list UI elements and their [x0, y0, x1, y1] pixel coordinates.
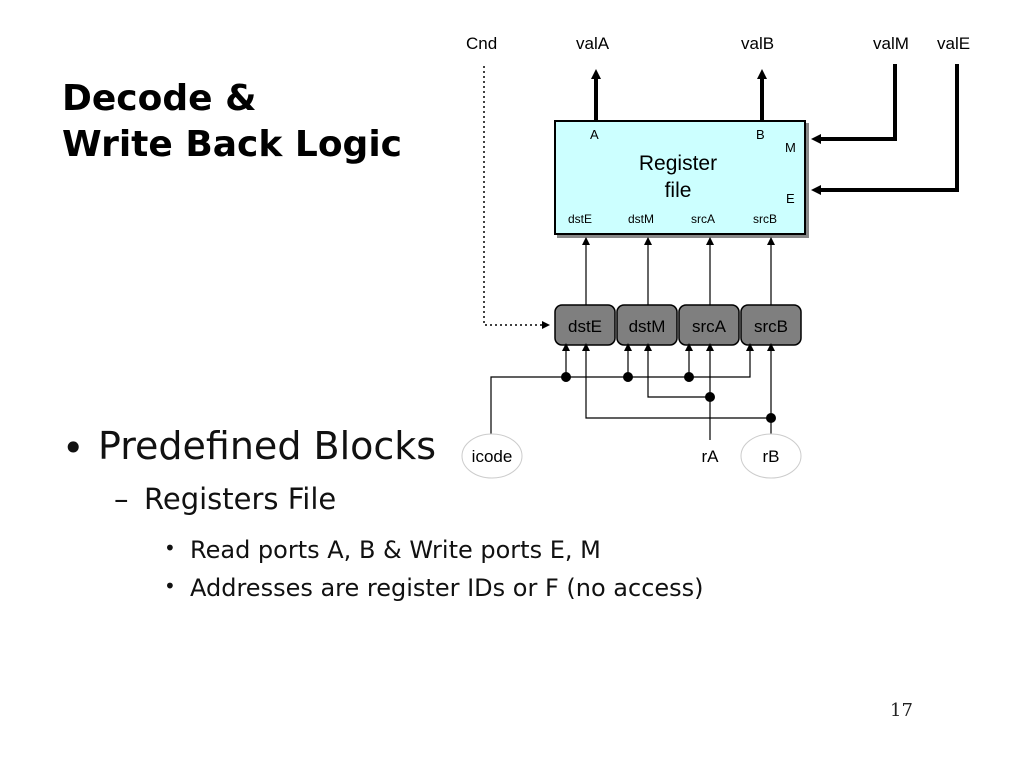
port-a-label: A — [590, 127, 599, 142]
bus-junction-dots — [561, 372, 776, 423]
slide-title: Decode & Write Back Logic — [62, 76, 402, 168]
icode-label: icode — [472, 447, 513, 466]
dstm-block-label: dstM — [629, 317, 666, 336]
vale-wire — [811, 64, 959, 195]
bullet-marker: – — [114, 482, 129, 516]
dste-block: dstE — [554, 304, 616, 346]
srca-block-label: srcA — [692, 317, 727, 336]
icode-input: icode — [461, 433, 523, 479]
srca-block: srcA — [678, 304, 740, 346]
ra-label: rA — [702, 447, 720, 466]
page-number: 17 — [890, 700, 913, 721]
port-dste-label: dstE — [568, 212, 592, 226]
valm-label: valM — [873, 34, 909, 53]
dstm-block: dstM — [616, 304, 678, 346]
srcb-block-label: srcB — [754, 317, 788, 336]
port-srca-label: srcA — [691, 212, 715, 226]
port-m-label: M — [785, 140, 796, 155]
input-bus-wiring — [490, 351, 772, 440]
port-dstm-label: dstM — [628, 212, 654, 226]
port-srcb-label: srcB — [753, 212, 777, 226]
dste-block-label: dstE — [568, 317, 602, 336]
bus-arrowheads — [562, 343, 775, 351]
vala-label: valA — [576, 34, 610, 53]
port-e-label: E — [786, 191, 795, 206]
cnd-label: Cnd — [466, 34, 497, 53]
cnd-wire — [483, 66, 550, 329]
bullet-text: Registers File — [144, 482, 337, 516]
register-file-title-1: Register — [639, 152, 717, 175]
bullet-marker: • — [164, 574, 176, 598]
bullet-marker: • — [62, 426, 85, 470]
title-line-2: Write Back Logic — [62, 124, 402, 165]
rb-input: rB — [740, 433, 802, 479]
bullet-text: Read ports A, B & Write ports E, M — [190, 536, 601, 564]
register-file-title-2: file — [665, 179, 692, 202]
valm-wire — [811, 64, 897, 144]
bullet-text: Predefined Blocks — [98, 424, 437, 468]
srcb-block: srcB — [740, 304, 802, 346]
title-line-1: Decode & — [62, 78, 257, 119]
port-b-label: B — [756, 127, 765, 142]
bullet-marker: • — [164, 536, 176, 560]
rb-label: rB — [763, 447, 780, 466]
valb-label: valB — [741, 34, 774, 53]
bullet-text: Addresses are register IDs or F (no acce… — [190, 574, 704, 602]
vale-label: valE — [937, 34, 970, 53]
register-file: Register file A B M E dstE dstM srcA src… — [554, 120, 806, 235]
